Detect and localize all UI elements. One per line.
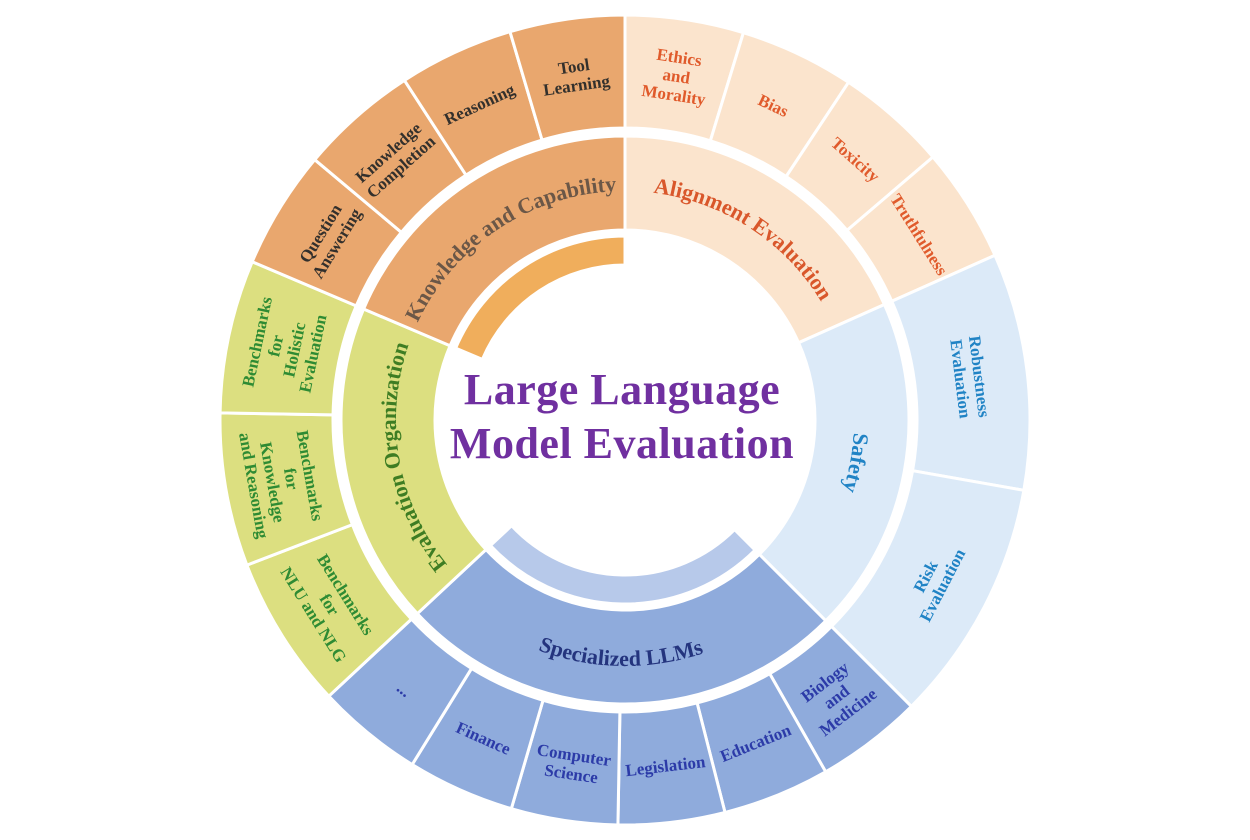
segment-tool-learning — [508, 13, 627, 142]
lip-arc-knowledge-and-capability — [454, 234, 627, 361]
center-title-line-2: Model Evaluation — [450, 419, 794, 468]
segment-label-benchmarks-for-knowledge-and-reasoning: BenchmarksforKnowledgeand Reasoning — [236, 421, 330, 540]
inner-ring-specialized-llms — [415, 548, 828, 706]
category-knowledge-and-capability: Knowledge and CapabilityQuestionAnswerin… — [250, 13, 627, 361]
center-title-line-1: Large Language — [464, 365, 780, 414]
lip-arc-specialized-llms — [488, 524, 757, 606]
inner-ring-safety — [757, 302, 911, 623]
inner-ring-knowledge-and-capability — [362, 134, 627, 348]
category-specialized-llms: Specialized LLMsBiologyandMedicineEducat… — [327, 524, 913, 827]
category-evaluation-organization: Evaluation OrganizationBenchmarksforNLU … — [218, 260, 488, 698]
